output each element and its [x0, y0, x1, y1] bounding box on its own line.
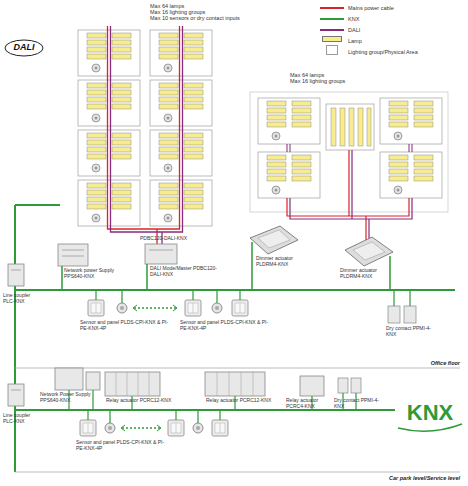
- device-caption: Relay actuator PCRC12-KNX: [106, 398, 176, 404]
- knx-logo: KNX: [398, 400, 462, 425]
- limit-note: Max 64 lamps: [150, 3, 240, 9]
- device-caption: Sensor and panel PLDS-CPI-KNX & PI-PE-KN…: [80, 320, 170, 332]
- device-caption: Sensor and panel PLDS-CPI-KNX & PI-PE-KN…: [76, 440, 166, 452]
- device-caption: Line coupler PLC-KNX: [3, 293, 39, 305]
- legend-text: KNX: [348, 16, 466, 22]
- device-caption: Dry contact PPMI-4-KNX: [386, 326, 436, 338]
- device-caption: Line coupler PLC-KNX: [3, 413, 39, 425]
- legend-text: Lamp: [348, 38, 466, 44]
- device-code: PDBC120-DALI-KNX: [140, 236, 210, 242]
- device-caption: Relay actuator PCRC4-KNX: [286, 398, 331, 410]
- device-caption: Network Power Supply PPS640-KNX: [40, 392, 102, 404]
- legend-swatch: [326, 45, 338, 55]
- device-caption: Sensor and panel PLDS-CPI-KNX & PI-PE-KN…: [180, 320, 270, 332]
- floor-label: Office floor: [395, 360, 460, 366]
- legend-swatch: [322, 36, 342, 42]
- limit-note: Max 16 lighting groups: [290, 78, 370, 84]
- limit-note: Max 16 lighting groups: [150, 9, 240, 15]
- legend-text: Lighting group/Physical Area: [348, 49, 466, 55]
- limit-note: Max 10 sensors or dry contact inputs: [150, 15, 260, 21]
- limit-note: Max 64 lamps: [290, 72, 370, 78]
- device-caption: Network power Supply PPS640-KNX: [64, 268, 124, 280]
- device-caption: DALI Mode/Master PDBC120-DALI-KNX: [150, 266, 220, 278]
- device-caption: Dimmer actuator PLDRM4-KNX: [256, 256, 316, 268]
- device-caption: Dimmer actuator PLDRM4-KNX: [340, 268, 400, 280]
- device-caption: Relay actuator PCRC12-KNX: [206, 398, 276, 404]
- legend-text: DALI: [348, 27, 466, 33]
- legend-text: Mains power cable: [348, 5, 466, 11]
- dali-logo: DALI: [5, 42, 43, 52]
- floor-label: Car park level/Service level: [340, 475, 460, 481]
- device-caption: Dry contact PPMI-4-KNX: [334, 398, 379, 410]
